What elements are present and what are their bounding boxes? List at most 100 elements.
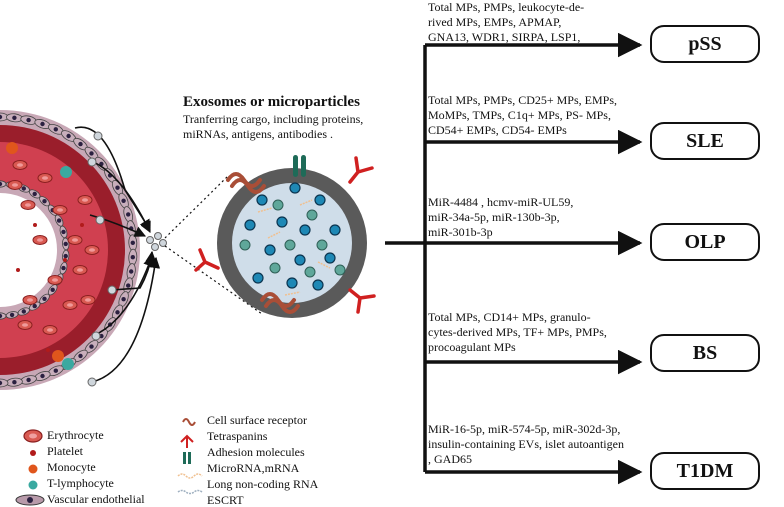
small-mps bbox=[87, 131, 167, 387]
cytosolic-protein-particle bbox=[334, 264, 346, 276]
t1dm-line-3: , GAD65 bbox=[428, 452, 472, 466]
escrt-particle bbox=[312, 279, 324, 291]
endothelial-nucleus bbox=[50, 287, 55, 292]
endothelial-cell bbox=[0, 378, 9, 388]
endothelial-nucleus bbox=[21, 186, 26, 191]
endothelial-nucleus bbox=[42, 199, 47, 204]
legend-adhesion-molecules: Adhesion molecules bbox=[207, 445, 305, 459]
escrt-particle bbox=[324, 252, 336, 264]
cell-surface-receptor bbox=[226, 172, 300, 314]
endothelial-nucleus bbox=[66, 133, 71, 139]
endothelial-nucleus bbox=[126, 212, 131, 217]
endothelial-nucleus bbox=[89, 151, 94, 156]
erythrocytes bbox=[7, 160, 100, 352]
legend-right-icons bbox=[177, 418, 203, 495]
escrt-particle bbox=[256, 194, 268, 206]
monocyte-cell bbox=[6, 142, 18, 154]
endothelial-nucleus bbox=[115, 310, 120, 315]
t-lymphocyte-cell bbox=[60, 166, 72, 178]
cytosolic-protein-particle bbox=[316, 239, 328, 251]
endothelial-nucleus bbox=[0, 114, 3, 120]
exosome-desc-line-1: Tranferring cargo, including proteins, bbox=[183, 112, 364, 126]
endothelial-nucleus bbox=[40, 373, 45, 379]
t1dm-line-2: insulin-containing EVs, islet autoantige… bbox=[428, 437, 624, 451]
pss-line-2: rived MPs, EMPs, APMAP, bbox=[428, 15, 562, 29]
cytosolic-protein-particle bbox=[284, 239, 296, 251]
escrt-particle bbox=[264, 244, 276, 256]
microrna-strand bbox=[257, 207, 273, 213]
endothelial-nucleus bbox=[61, 229, 66, 235]
disease-box-t1dm: T1DM bbox=[650, 452, 760, 490]
exosome-cargo bbox=[239, 182, 346, 296]
escrt-particle bbox=[276, 216, 288, 228]
legend-microrna: MicroRNA,mRNA bbox=[207, 461, 300, 475]
endothelial-nucleus bbox=[63, 241, 68, 247]
monocyte-cell bbox=[52, 350, 64, 362]
olp-line-3: miR-301b-3p bbox=[428, 225, 493, 239]
olp-line-1: MiR-4484 , hcmv-miR-UL59, bbox=[428, 195, 574, 209]
legend-monocyte: Monocyte bbox=[47, 460, 96, 474]
endothelial-nucleus bbox=[26, 377, 31, 383]
escrt-particle bbox=[294, 254, 306, 266]
endothelial-nucleus bbox=[61, 265, 66, 271]
legend-tetraspanins: Tetraspanins bbox=[207, 429, 268, 443]
escrt-particle bbox=[244, 219, 256, 231]
legend-escrt: ESCRT bbox=[207, 493, 244, 507]
release-arrows bbox=[74, 126, 161, 383]
vessel-inner bbox=[0, 188, 62, 312]
escrt-particle bbox=[299, 224, 311, 236]
escrt-particle bbox=[289, 182, 301, 194]
endothelial-nucleus bbox=[0, 181, 3, 187]
endothelial-nucleus bbox=[12, 380, 17, 385]
platelet-cell bbox=[80, 223, 84, 227]
t1dm-line-1: MiR-16-5p, miR-574-5p, miR-302d-3p, bbox=[428, 422, 621, 436]
escrt-particle bbox=[314, 194, 326, 206]
endothelial-nucleus bbox=[53, 127, 58, 132]
pss-line-1: Total MPs, PMPs, leukocyte-de- bbox=[428, 0, 585, 14]
endothelial-nucleus bbox=[115, 185, 120, 190]
endothelial-nucleus bbox=[63, 253, 68, 259]
legend-cell-surface-receptor: Cell surface receptor bbox=[207, 413, 307, 427]
cytosolic-protein-particle bbox=[272, 199, 284, 211]
bs-line-3: procoagulant MPs bbox=[428, 340, 516, 354]
sle-line-3: CD54+ EMPs, CD54- EMPs bbox=[428, 123, 567, 137]
microrna-strand bbox=[284, 291, 301, 296]
sle-line-2: MoMPs, TMPs, C1q+ MPs, PS- MPs, bbox=[428, 108, 611, 122]
bs-line-2: cytes-derived MPs, TF+ MPs, PMPs, bbox=[428, 325, 607, 339]
endothelial-nucleus bbox=[56, 218, 62, 223]
endothelial-nucleus bbox=[126, 283, 131, 288]
monocytes bbox=[6, 142, 64, 362]
tetraspanins bbox=[194, 156, 376, 314]
endothelial-nucleus bbox=[32, 303, 37, 309]
legend-t-lymphocyte: T-lymphocyte bbox=[47, 476, 114, 490]
disease-box-sle: SLE bbox=[650, 122, 760, 160]
escrt-particle bbox=[329, 224, 341, 236]
exosome-illustration bbox=[194, 155, 376, 318]
endothelial-nucleus bbox=[0, 313, 3, 319]
bs-line-1: Total MPs, CD14+ MPs, granulo- bbox=[428, 310, 591, 324]
olp-line-2: miR-34a-5p, miR-130b-3p, bbox=[428, 210, 560, 224]
endothelial-nucleus bbox=[21, 309, 26, 314]
microrna-strand bbox=[317, 261, 331, 269]
cytosolic-protein-particle bbox=[269, 262, 281, 274]
endothelial-nucleus bbox=[130, 255, 135, 260]
t-lymphocyte-cell bbox=[62, 358, 74, 370]
platelet-cell bbox=[46, 348, 50, 352]
endothelial-nucleus bbox=[89, 344, 94, 349]
escrt-particle bbox=[286, 277, 298, 289]
legend-platelet: Platelet bbox=[47, 444, 83, 458]
endothelial-nucleus bbox=[130, 240, 135, 245]
legend-lncrna: Long non-coding RNA bbox=[207, 477, 319, 491]
blood-vessel bbox=[0, 110, 140, 390]
platelet-cell bbox=[16, 268, 20, 272]
cytosolic-protein-particle bbox=[239, 239, 251, 251]
endothelial-nucleus bbox=[121, 297, 126, 302]
legend-left-icons bbox=[15, 429, 45, 506]
microrna-strand bbox=[299, 199, 313, 206]
platelet-cell bbox=[33, 223, 37, 227]
cytosolic-protein-particle bbox=[304, 266, 316, 278]
t-lymphocytes bbox=[60, 166, 74, 370]
endothelial-nucleus bbox=[121, 198, 126, 203]
disease-box-pss: pSS bbox=[650, 25, 760, 63]
